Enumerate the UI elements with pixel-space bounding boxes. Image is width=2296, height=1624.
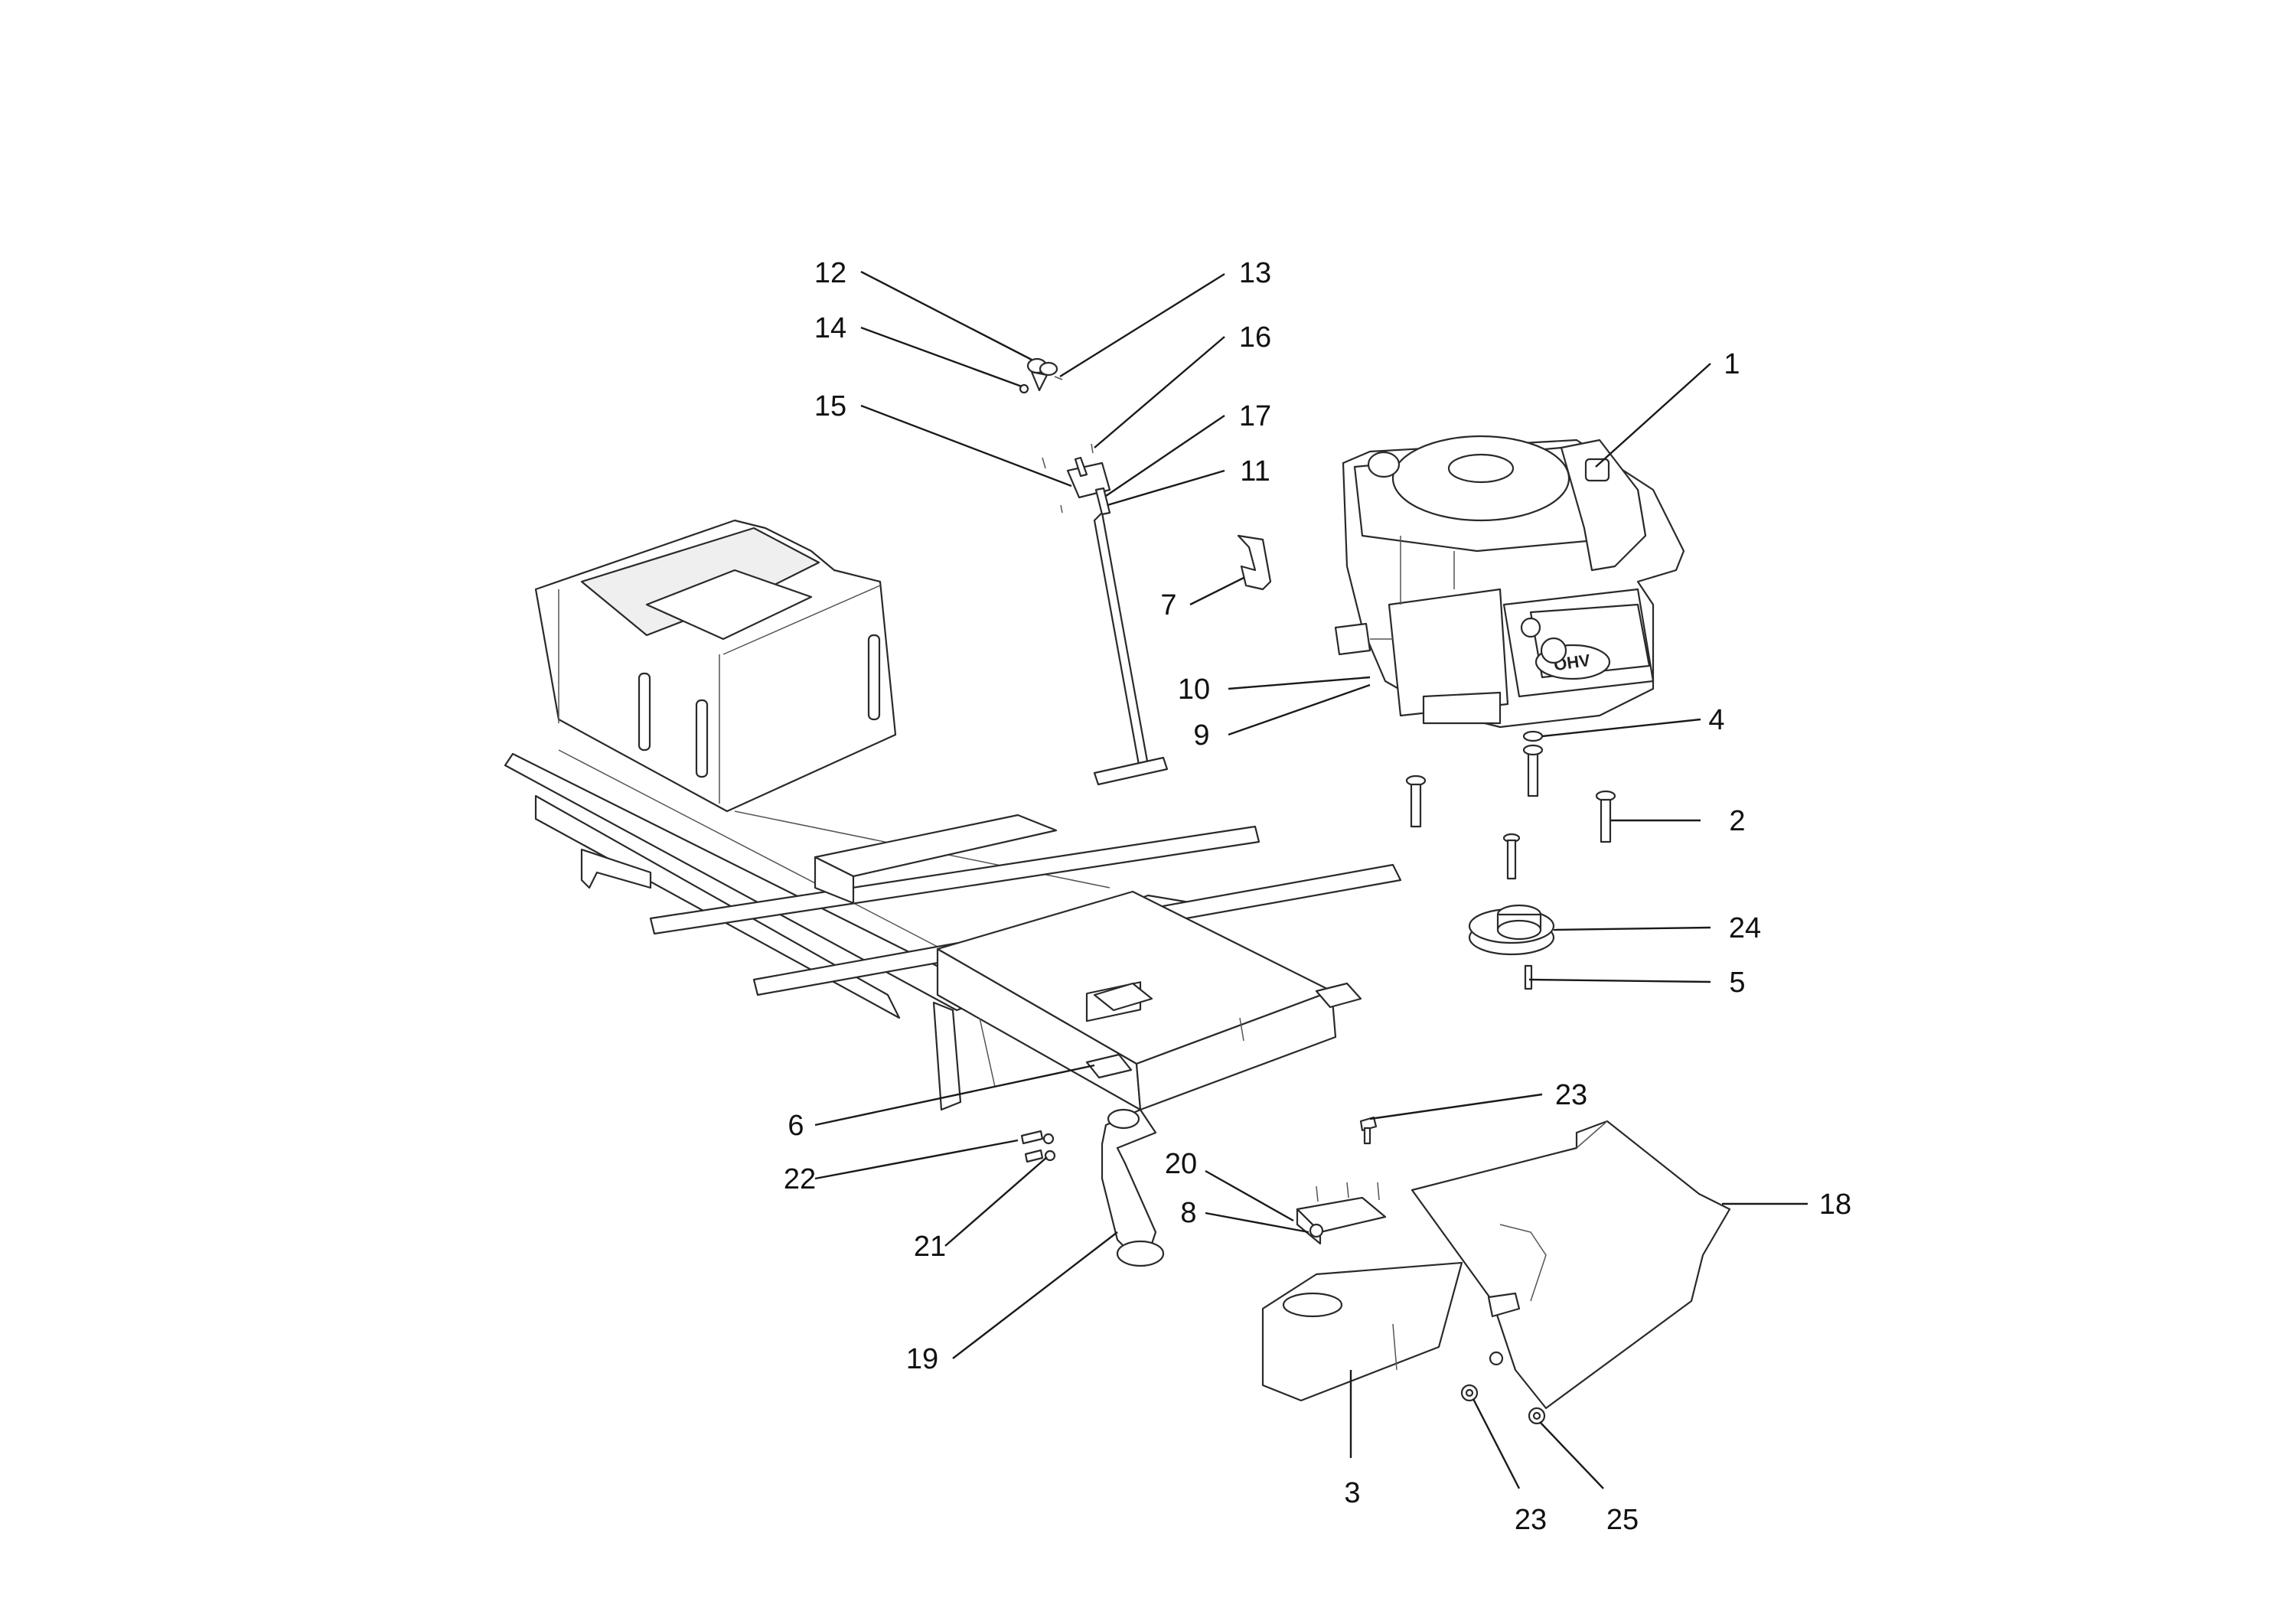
callout-15: 15: [814, 390, 846, 422]
callout-6: 6: [788, 1110, 804, 1142]
callout-8: 8: [1180, 1197, 1196, 1229]
callout-10: 10: [1178, 673, 1210, 706]
engine-bolts: [1405, 730, 1616, 880]
callout-16: 16: [1239, 321, 1271, 354]
callout-13: 13: [1239, 257, 1271, 289]
callout-4: 4: [1708, 704, 1724, 736]
callout-22: 22: [784, 1163, 816, 1195]
callout-19: 19: [906, 1343, 938, 1375]
callout-5: 5: [1729, 967, 1745, 999]
callout-23-bottom: 23: [1515, 1504, 1547, 1536]
callout-2: 2: [1729, 805, 1745, 837]
callout-1: 1: [1724, 348, 1740, 380]
callout-17: 17: [1239, 400, 1271, 432]
throttle-cable-parts: [1019, 357, 1111, 516]
callout-23-top: 23: [1555, 1079, 1587, 1111]
callout-7: 7: [1160, 589, 1176, 621]
callout-21: 21: [914, 1231, 946, 1263]
callout-25: 25: [1606, 1504, 1639, 1536]
callout-labels: 12 13 14 16 15 17 11 1 7 10 9 4 2 24 5 6…: [784, 257, 1851, 1536]
engine: OHV: [1334, 435, 1685, 729]
callout-14: 14: [814, 312, 846, 344]
callout-24: 24: [1729, 912, 1761, 944]
plate-decal: [1085, 982, 1362, 1079]
callout-11: 11: [1240, 455, 1270, 488]
callout-9: 9: [1193, 719, 1209, 752]
chassis-frame: [504, 511, 1402, 1111]
callout-18: 18: [1819, 1189, 1851, 1221]
callout-20: 20: [1165, 1148, 1197, 1180]
callout-12: 12: [814, 257, 846, 289]
leader-lines: [814, 270, 1808, 1489]
muffler-and-shield: [1261, 1116, 1731, 1425]
callout-3: 3: [1344, 1477, 1360, 1509]
exhaust-pipe: [1020, 1108, 1165, 1267]
pulley: [1468, 904, 1555, 990]
lift-hook: [1237, 534, 1272, 591]
